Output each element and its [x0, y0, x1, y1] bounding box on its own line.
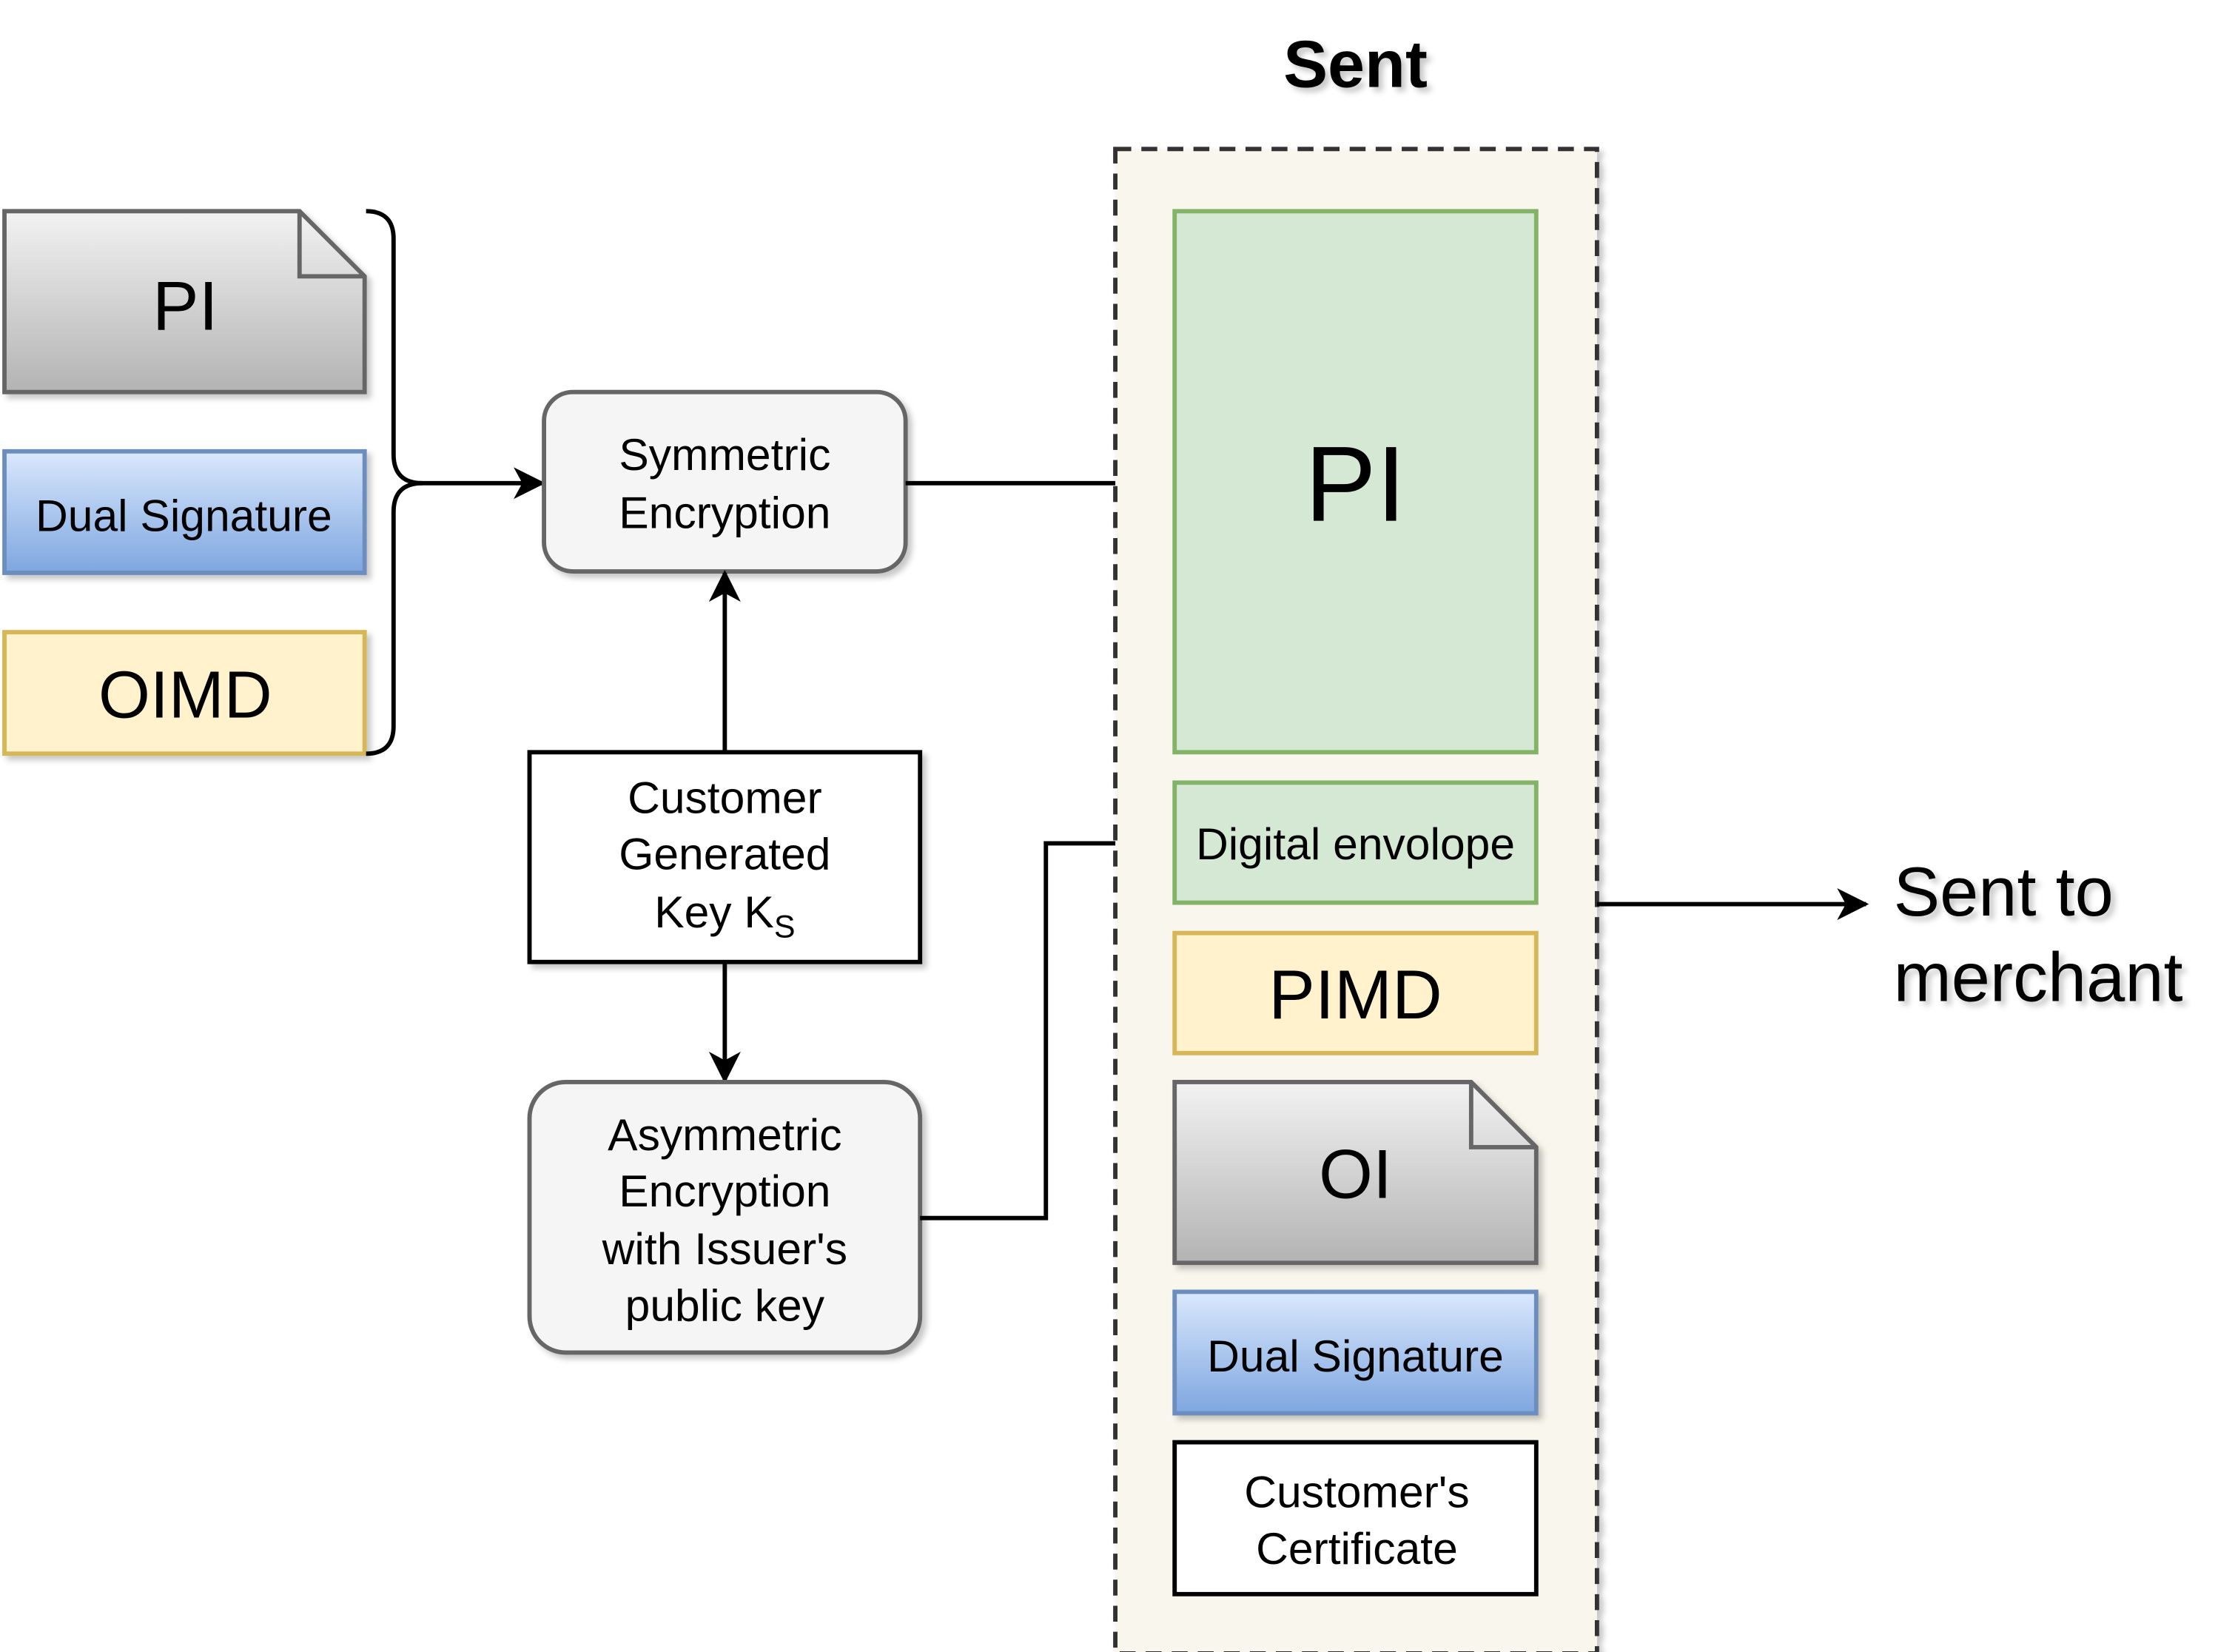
customer-key-line-3: Key KS: [654, 887, 795, 945]
symmetric-encryption-line-2: Encryption: [619, 487, 830, 537]
sent-dual-signature-label: Dual Signature: [1207, 1331, 1504, 1381]
merchant-label-line-1: Sent to: [1894, 853, 2114, 930]
asymmetric-encryption-line-2: Encryption: [619, 1166, 830, 1216]
sent-pimd-label: PIMD: [1268, 956, 1442, 1033]
asymmetric-encryption-line-3: with Issuer's: [602, 1223, 847, 1274]
customer-key-box: [527, 750, 923, 964]
customer-key-line-1: Customer: [628, 772, 822, 822]
merchant-label-line-2: merchant: [1894, 938, 2183, 1015]
input-dual-signature-label: Dual Signature: [36, 490, 332, 540]
certificate-box: [1172, 1440, 1539, 1596]
sent-title: Sent: [1283, 27, 1428, 101]
asymmetric-to-envelope-arrow: [920, 827, 1177, 1220]
input-grouping-brace: [366, 209, 423, 756]
input-dual-signature-box: [2, 449, 367, 575]
input-pi-document: [2, 209, 367, 394]
digital-envelope-box: [1172, 780, 1539, 905]
sent-pi-label: PI: [1305, 424, 1406, 544]
symmetric-encryption-line-1: Symmetric: [619, 429, 830, 480]
certificate-line-2: Certificate: [1256, 1523, 1458, 1574]
customer-key-prefix: Key K: [654, 887, 774, 937]
digital-envelope-label: Digital envolope: [1196, 819, 1515, 869]
asymmetric-encryption-line-4: public key: [625, 1280, 825, 1330]
input-oimd-box: [2, 630, 367, 756]
sent-dual-signature-box: [1172, 1289, 1539, 1416]
sent-pi-box: [1172, 209, 1539, 755]
symmetric-encryption-box: [542, 389, 908, 574]
customer-key-subscript: S: [774, 909, 796, 944]
input-oimd-label: OIMD: [98, 658, 272, 732]
sent-pimd-box: [1172, 930, 1539, 1055]
asymmetric-encryption-line-1: Asymmetric: [608, 1109, 841, 1160]
customer-key-line-2: Generated: [619, 829, 830, 879]
certificate-line-1: Customer's: [1244, 1467, 1469, 1517]
sent-oi-document: [1172, 1080, 1539, 1266]
sent-oi-label: OI: [1319, 1135, 1392, 1212]
input-pi-label: PI: [152, 267, 218, 345]
